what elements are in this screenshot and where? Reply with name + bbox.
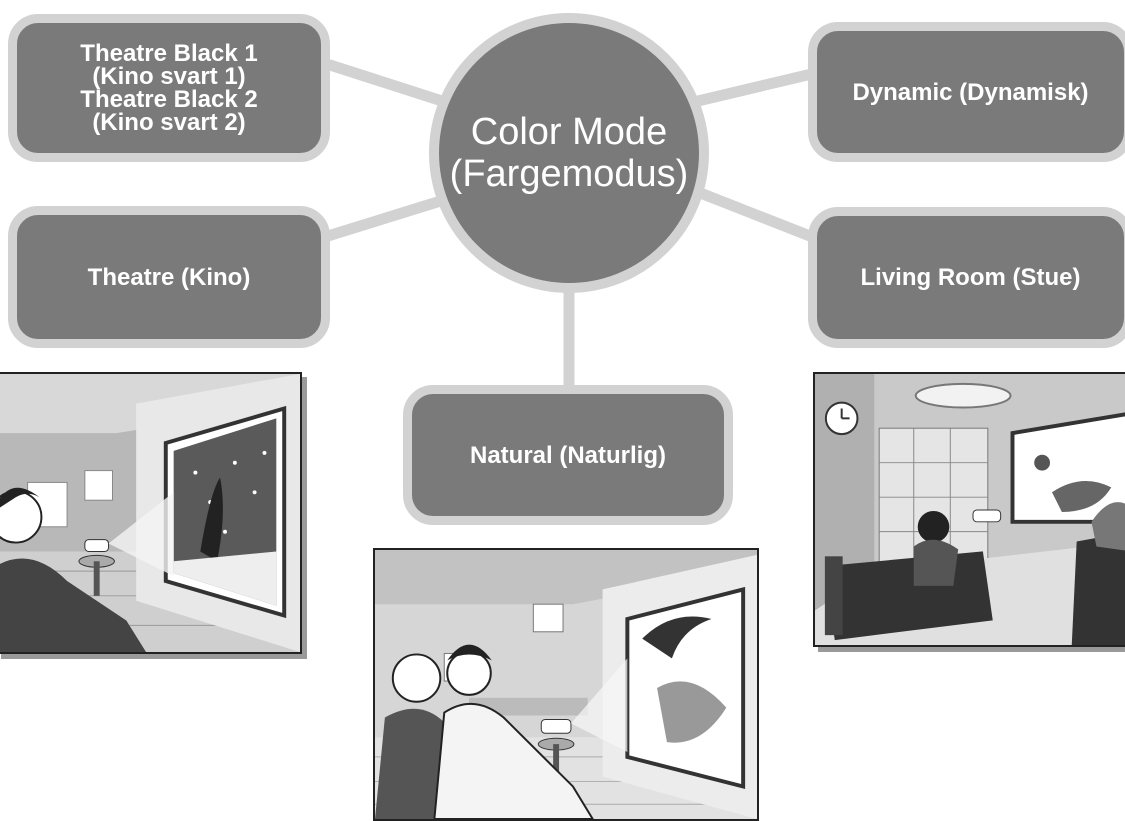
natural-label: Natural (Naturlig)	[469, 441, 666, 469]
hub-subtitle: (Fargemodus)	[449, 153, 689, 195]
connector-living-room	[674, 179, 826, 246]
dynamic-label: Dynamic (Dynamisk)	[852, 78, 1089, 106]
mode-theatre-black: Theatre Black 1 (Kino svart 1) Theatre B…	[8, 14, 330, 162]
living-room-illustration	[813, 372, 1125, 647]
mode-natural: Natural (Naturlig)	[403, 385, 733, 525]
hub-title: Color Mode	[470, 111, 668, 153]
theatre-label: Theatre (Kino)	[87, 263, 251, 291]
mode-living-room: Living Room (Stue)	[808, 207, 1125, 348]
natural-room-illustration	[373, 548, 759, 821]
theatre-black-2-translation: (Kino svart 2)	[92, 109, 246, 136]
mode-dynamic: Dynamic (Dynamisk)	[808, 22, 1125, 162]
theatre-black-1-translation: (Kino svart 1)	[92, 63, 246, 90]
theatre-black-1-label: Theatre Black 1	[80, 40, 258, 67]
theatre-black-room-illustration	[0, 372, 302, 654]
connector-theatre	[309, 189, 466, 246]
theatre-black-2-label: Theatre Black 2	[80, 86, 258, 113]
living-room-label: Living Room (Stue)	[860, 264, 1081, 291]
mode-theatre: Theatre (Kino)	[8, 206, 330, 348]
color-mode-hub: Color Mode (Fargemodus)	[429, 13, 709, 293]
